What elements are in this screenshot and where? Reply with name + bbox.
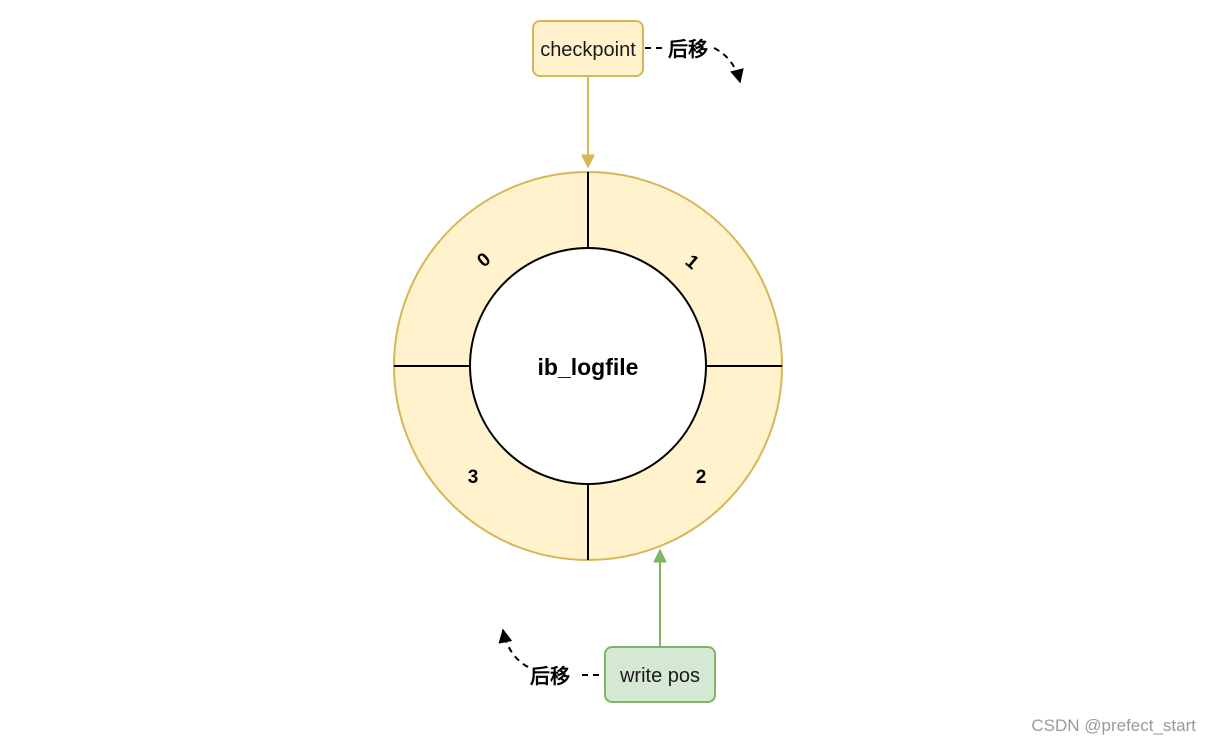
- write-pos-label: write pos: [619, 665, 700, 687]
- segment-label-2: 2: [696, 467, 707, 488]
- checkpoint-box: [532, 20, 644, 77]
- segment-label-3: 3: [468, 467, 479, 488]
- checkpoint-move-curve-arrow: [713, 47, 744, 84]
- write-pos-move-label: 后移: [530, 664, 570, 688]
- inner-circle: [469, 247, 707, 485]
- write-pos-box: [604, 646, 716, 703]
- write-pos-move-curve-arrow: [498, 628, 529, 668]
- checkpoint-move-label: 后移: [668, 37, 708, 61]
- watermark: CSDN @prefect_start: [1031, 716, 1196, 735]
- log-ring: ib_logfile 0 1 2 3: [393, 171, 783, 561]
- checkpoint-node: checkpoint: [532, 20, 644, 77]
- write-pos-node: write pos: [604, 646, 716, 703]
- center-label: ib_logfile: [538, 354, 639, 380]
- checkpoint-label: checkpoint: [540, 39, 636, 61]
